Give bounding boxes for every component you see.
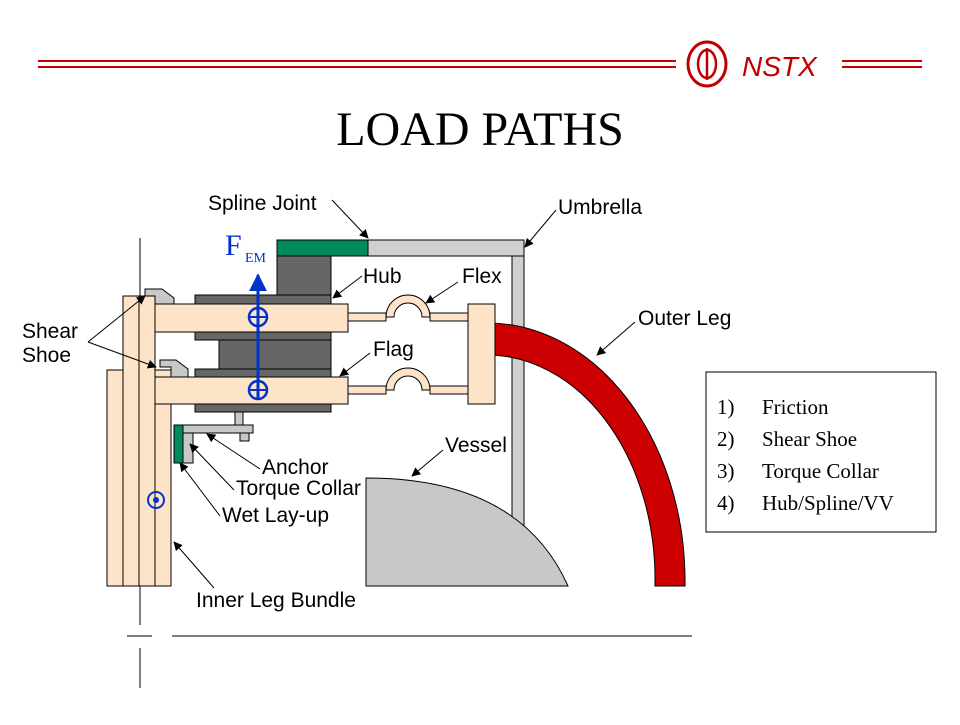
leader-hub — [332, 275, 363, 299]
legend-item: Shear Shoe — [762, 427, 857, 451]
label-umbrella: Umbrella — [558, 196, 642, 219]
label-anchor: Anchor — [262, 456, 329, 479]
leader-inner-leg-bundle — [173, 541, 215, 589]
legend-num: 1) — [717, 395, 735, 419]
label-inner-leg-bundle: Inner Leg Bundle — [196, 589, 356, 612]
force-label: F — [225, 229, 242, 262]
leader-torque-collar — [189, 443, 235, 491]
label-outer-leg: Outer Leg — [638, 307, 731, 330]
leader-spline-joint — [331, 199, 369, 239]
legend-item: Torque Collar — [762, 459, 879, 483]
leader-anchor — [206, 433, 261, 470]
label-wet-layup: Wet Lay-up — [222, 504, 329, 527]
label-shoe: Shoe — [22, 344, 71, 367]
leader-outer-leg — [596, 321, 636, 356]
force-arrow-icon — [247, 273, 269, 401]
leader-flex — [425, 281, 459, 304]
logo-text: NSTX — [742, 51, 818, 82]
spline-joint — [276, 239, 369, 257]
legend-num: 3) — [717, 459, 735, 483]
legend-num: 2) — [717, 427, 735, 451]
vessel — [365, 477, 569, 587]
label-flex: Flex — [462, 265, 502, 288]
inner-leg-bundle — [106, 295, 172, 587]
leader-umbrella — [524, 209, 557, 248]
header: NSTX — [38, 40, 922, 88]
nstx-logo-icon — [686, 40, 728, 88]
label-vessel: Vessel — [445, 434, 507, 457]
leader-shear-shoe — [87, 295, 146, 343]
force-label-subscript: EM — [245, 251, 267, 266]
label-torque-collar: Torque Collar — [236, 477, 361, 500]
torque-collar — [173, 411, 254, 464]
label-hub: Hub — [363, 265, 402, 288]
leader-shear-shoe — [87, 341, 157, 369]
leader-vessel — [411, 449, 444, 477]
page-title: LOAD PATHS — [336, 103, 624, 156]
load-path-legend: 1) Friction 2) Shear Shoe 3) Torque Coll… — [705, 371, 937, 533]
wet-layup — [173, 424, 184, 464]
outer-leg — [486, 322, 686, 587]
label-flag: Flag — [373, 338, 414, 361]
shear-shoe — [144, 288, 189, 378]
flag — [154, 303, 349, 405]
legend-item: Hub/Spline/VV — [762, 491, 894, 515]
label-spline-joint: Spline Joint — [208, 192, 317, 215]
leader-wet-layup — [179, 462, 221, 517]
leader-flag — [339, 352, 371, 377]
centerline-target-icon — [147, 491, 165, 509]
flex — [347, 294, 496, 405]
label-shear: Shear — [22, 320, 78, 343]
legend-item: Friction — [762, 395, 829, 419]
legend-num: 4) — [717, 491, 735, 515]
